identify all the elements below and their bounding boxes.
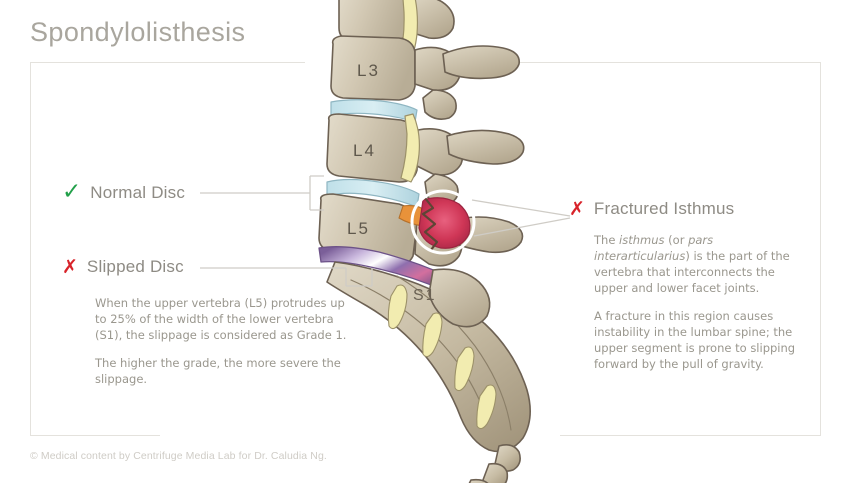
page-title: Spondylolisthesis [30,17,246,47]
transverse-process-l3 [442,45,520,80]
lumbar-spine-illustration: L3 L4 L5 S1 [318,0,531,483]
slipped-disc-label: Slipped Disc [86,257,184,276]
normal-disc-leader [200,175,324,211]
vertebra-label-l3: L3 [357,61,380,80]
vertebra-body-l4 [326,113,419,183]
pars-interarticularius-term: pars interarticularius [594,233,714,263]
cross-icon: ✗ [569,197,585,220]
panel-border-right [820,62,821,435]
isthmus-text-mid: (or [664,233,689,247]
fractured-isthmus-label: Fractured Isthmus [593,199,735,218]
vertebra-label-s1: S1 [413,287,437,304]
vertebra-body-l2 [338,0,411,41]
panel-border-left [30,62,31,435]
facet-inferior-l3 [422,89,457,120]
fractured-isthmus-paragraph-2: A fracture in this region causes instabi… [594,309,796,371]
panel-border-bottom-right [560,435,821,436]
panel-border-bottom-left [30,435,160,436]
sacral-foramen-1 [387,284,408,330]
check-icon: ✓ [62,179,82,205]
sacrum-contour-2 [396,275,512,431]
spinal-canal-l4 [400,113,420,183]
isthmus-text-pre: The [594,233,620,247]
facet-l2 [409,0,455,40]
vertebra-label-l5: L5 [347,219,370,238]
fracture-break-line [421,196,439,252]
footer-credit: © Medical content by Centrifuge Media La… [30,450,327,462]
vertebra-body-l3 [330,35,416,101]
coccyx-segment-3 [468,478,489,483]
slipped-disc-description: When the upper vertebra (L5) protrudes u… [95,295,353,387]
cross-icon: ✗ [62,255,78,278]
normal-disc-label-row: ✓ Normal Disc [62,181,185,204]
fractured-isthmus-zone [418,197,471,249]
fracture-zoom-circle [410,189,476,255]
isthmus-text-post: ) is the part of the vertebra that inter… [594,249,790,295]
facet-s1 [428,268,491,328]
fractured-isthmus-paragraph-1: The isthmus (or pars interarticularius) … [594,232,812,296]
slipped-disc-leader [200,267,373,287]
sacral-foramen-3 [454,346,475,392]
panel-border-top-right [500,62,820,63]
sacral-foramen-2 [422,312,443,358]
sacral-foramen-4 [476,384,497,430]
slipped-disc-paragraph-1: When the upper vertebra (L5) protrudes u… [95,296,347,342]
panel-border-top-left [30,62,305,63]
fractured-isthmus-label-row: ✗ Fractured Isthmus [569,199,734,219]
slipped-disc-label-row: ✗ Slipped Disc [62,257,184,277]
vertebra-label-l4: L4 [353,141,376,160]
coccyx-segment-2 [482,462,509,483]
isthmus-term: isthmus [619,233,665,247]
fractured-isthmus-leader [471,199,571,237]
fractured-isthmus-description: The isthmus (or pars interarticularius) … [594,232,812,372]
normal-disc-label: Normal Disc [90,182,186,202]
slipped-disc-paragraph-2: The higher the grade, the more severe th… [95,356,341,386]
transverse-process-l4 [446,129,525,165]
